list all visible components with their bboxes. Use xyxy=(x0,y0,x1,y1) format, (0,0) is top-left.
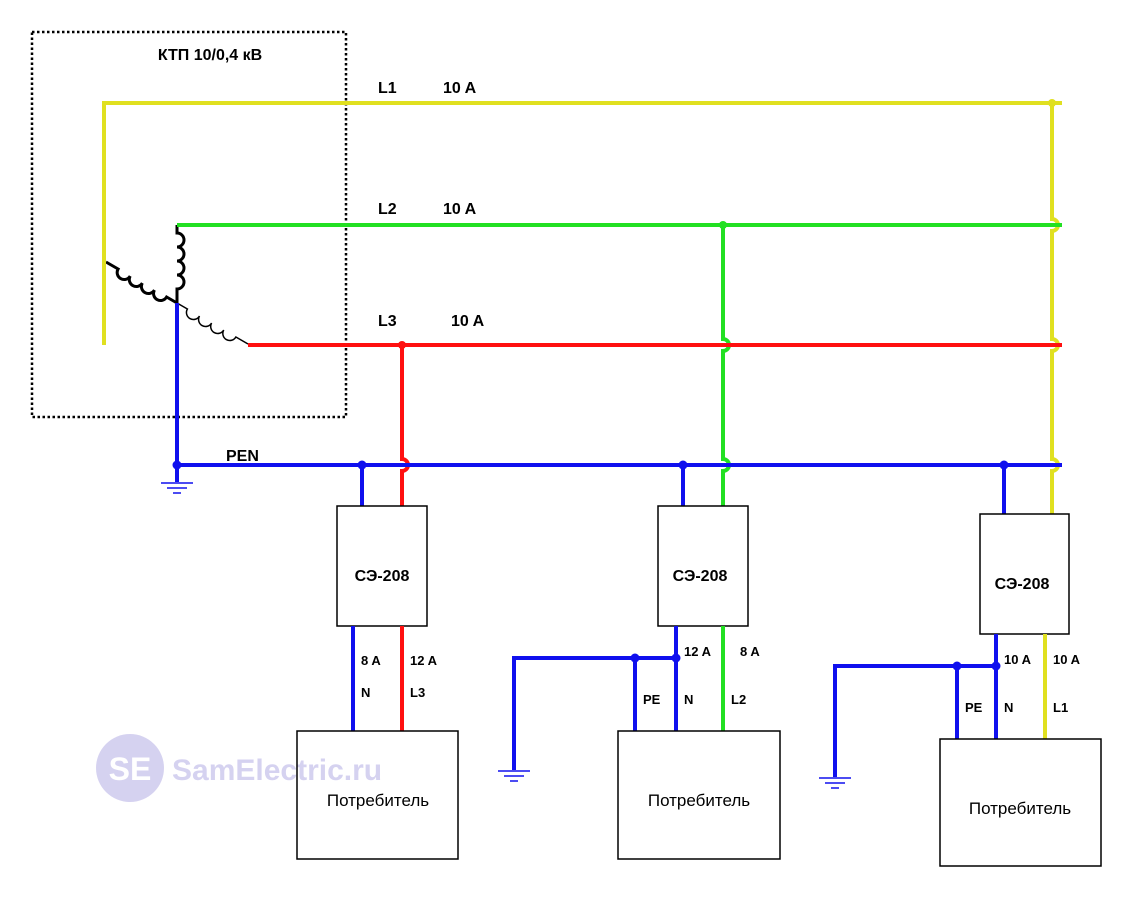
svg-text:12 A: 12 A xyxy=(684,644,712,659)
svg-text:СЭ-208: СЭ-208 xyxy=(673,568,728,585)
watermark: SE SamElectric.ru xyxy=(96,734,382,802)
meter-1: СЭ-208 8 A 12 A N L3 Потребитель xyxy=(296,505,459,860)
ground-icon xyxy=(161,482,193,494)
svg-text:L1: L1 xyxy=(378,80,397,97)
svg-text:PEN: PEN xyxy=(226,448,259,465)
consumer-2 xyxy=(617,730,781,860)
svg-text:8 A: 8 A xyxy=(740,644,760,659)
meter-3: СЭ-208 10 A 10 A PE N L1 Потребитель xyxy=(819,513,1102,867)
svg-text:10 A: 10 A xyxy=(443,80,477,97)
svg-text:L3: L3 xyxy=(410,685,425,700)
meter-2: СЭ-208 12 A 8 A PE N L2 Потребитель xyxy=(498,505,781,860)
svg-text:10 A: 10 A xyxy=(451,313,485,330)
svg-text:L3: L3 xyxy=(378,313,397,330)
svg-text:Потребитель: Потребитель xyxy=(969,799,1071,818)
substation-title: КТП 10/0,4 кВ xyxy=(158,47,262,64)
ground-icon xyxy=(498,770,530,782)
svg-text:10 A: 10 A xyxy=(443,201,477,218)
svg-text:L2: L2 xyxy=(731,692,746,707)
svg-text:N: N xyxy=(361,685,370,700)
line-L2: L2 10 A xyxy=(177,201,1062,506)
svg-text:N: N xyxy=(1004,700,1013,715)
svg-text:SamElectric.ru: SamElectric.ru xyxy=(172,754,382,787)
svg-text:СЭ-208: СЭ-208 xyxy=(355,568,410,585)
svg-text:L1: L1 xyxy=(1053,700,1068,715)
svg-text:СЭ-208: СЭ-208 xyxy=(995,576,1050,593)
svg-text:10 A: 10 A xyxy=(1004,652,1032,667)
svg-text:N: N xyxy=(684,692,693,707)
svg-text:8 A: 8 A xyxy=(361,653,381,668)
svg-text:L2: L2 xyxy=(378,201,397,218)
svg-text:PE: PE xyxy=(643,692,661,707)
consumer-3 xyxy=(939,738,1102,867)
svg-text:12 A: 12 A xyxy=(410,653,438,668)
line-L3: L3 10 A xyxy=(248,313,1062,506)
consumer-1 xyxy=(296,730,459,860)
svg-text:SE: SE xyxy=(109,751,152,787)
svg-text:PE: PE xyxy=(965,700,983,715)
watermark-logo-icon xyxy=(96,734,164,802)
svg-text:Потребитель: Потребитель xyxy=(648,791,750,810)
svg-text:Потребитель: Потребитель xyxy=(327,791,429,810)
ground-icon xyxy=(819,777,851,789)
svg-text:10 A: 10 A xyxy=(1053,652,1081,667)
line-PEN: PEN xyxy=(161,303,1062,514)
